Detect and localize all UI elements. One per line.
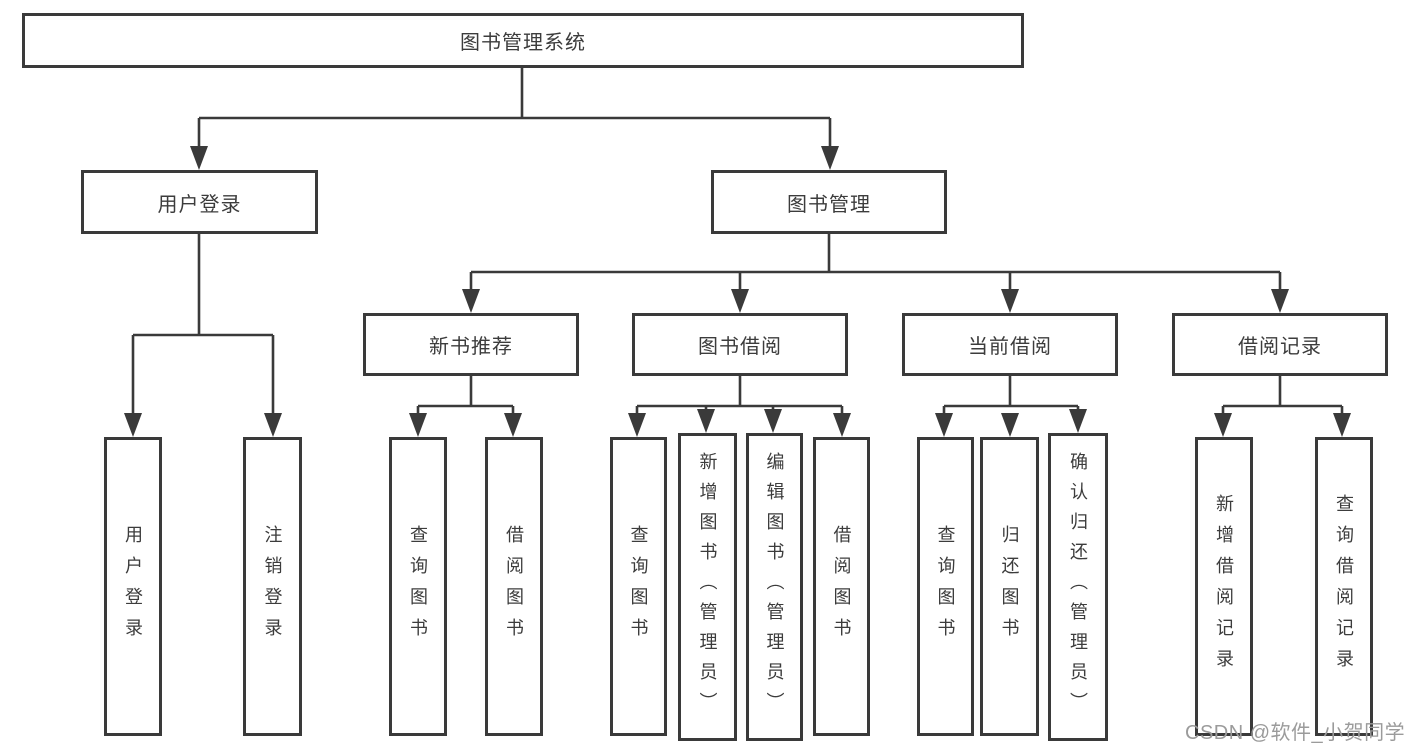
leaf-label: 归还图书 [999, 524, 1020, 649]
leaf-return-books: 归还图书 [980, 437, 1039, 736]
node-book-management: 图书管理 [711, 170, 947, 234]
node-library-management-system: 图书管理系统 [22, 13, 1024, 68]
node-label: 当前借阅 [968, 336, 1052, 358]
node-current-borrowing: 当前借阅 [902, 313, 1118, 376]
leaf-label: 查询图书 [408, 524, 428, 649]
leaf-user-login: 用户登录 [104, 437, 162, 736]
leaf-label: 注销登录 [262, 524, 283, 649]
leaf-edit-books-admin: 编辑图书（管理员） [746, 433, 803, 741]
leaf-label: 新增图书（管理员） [697, 452, 718, 722]
leaf-label: 借阅图书 [831, 524, 852, 649]
arrowheads-new-book-children [409, 413, 522, 437]
node-label: 新书推荐 [429, 336, 513, 358]
leaf-label: 新增借阅记录 [1214, 493, 1234, 680]
leaf-label: 编辑图书（管理员） [764, 452, 785, 722]
leaf-logout: 注销登录 [243, 437, 302, 736]
leaf-borrow-books: 借阅图书 [485, 437, 543, 736]
leaf-query-books: 查询图书 [917, 437, 974, 736]
leaf-label: 查询图书 [628, 524, 649, 649]
leaf-label: 用户登录 [123, 524, 143, 649]
node-label: 图书借阅 [698, 336, 782, 358]
node-label: 借阅记录 [1238, 336, 1322, 358]
node-label: 用户登录 [157, 193, 242, 216]
arrowheads-current-borrow-children [935, 409, 1087, 437]
csdn-watermark: CSDN @软件_小贺同学 [1185, 722, 1405, 744]
leaf-label: 查询图书 [935, 524, 956, 649]
connector-book-borrow-children [635, 376, 844, 416]
node-label: 图书管理 [787, 193, 871, 216]
node-borrowing-records: 借阅记录 [1172, 313, 1388, 376]
leaf-add-books-admin: 新增图书（管理员） [678, 433, 737, 741]
leaf-query-books: 查询图书 [610, 437, 667, 736]
node-new-book-recommend: 新书推荐 [363, 313, 579, 376]
arrowheads-level2 [190, 146, 839, 170]
leaf-borrow-books: 借阅图书 [813, 437, 870, 736]
connector-user-login-children [131, 234, 275, 416]
connector-current-borrow-children [942, 376, 1080, 416]
node-user-login: 用户登录 [81, 170, 318, 234]
connector-new-book-children [416, 376, 515, 416]
leaf-query-borrow-record: 查询借阅记录 [1315, 437, 1373, 736]
node-book-borrowing: 图书借阅 [632, 313, 848, 376]
connector-root-to-level2 [197, 68, 832, 150]
leaf-confirm-return-admin: 确认归还（管理员） [1048, 433, 1108, 741]
leaf-label: 确认归还（管理员） [1068, 452, 1088, 722]
arrowheads-borrow-record-children [1214, 413, 1351, 437]
leaf-label: 借阅图书 [504, 524, 524, 649]
node-label: 图书管理系统 [460, 32, 586, 54]
leaf-query-books: 查询图书 [389, 437, 447, 736]
arrowheads-user-login-children [124, 413, 282, 437]
arrowheads-level3 [462, 289, 1289, 313]
connector-book-mgmt-children [469, 234, 1282, 292]
connector-borrow-record-children [1221, 376, 1344, 416]
arrowheads-book-borrow-children [628, 409, 851, 437]
leaf-label: 查询借阅记录 [1334, 493, 1354, 680]
leaf-add-borrow-record: 新增借阅记录 [1195, 437, 1253, 736]
